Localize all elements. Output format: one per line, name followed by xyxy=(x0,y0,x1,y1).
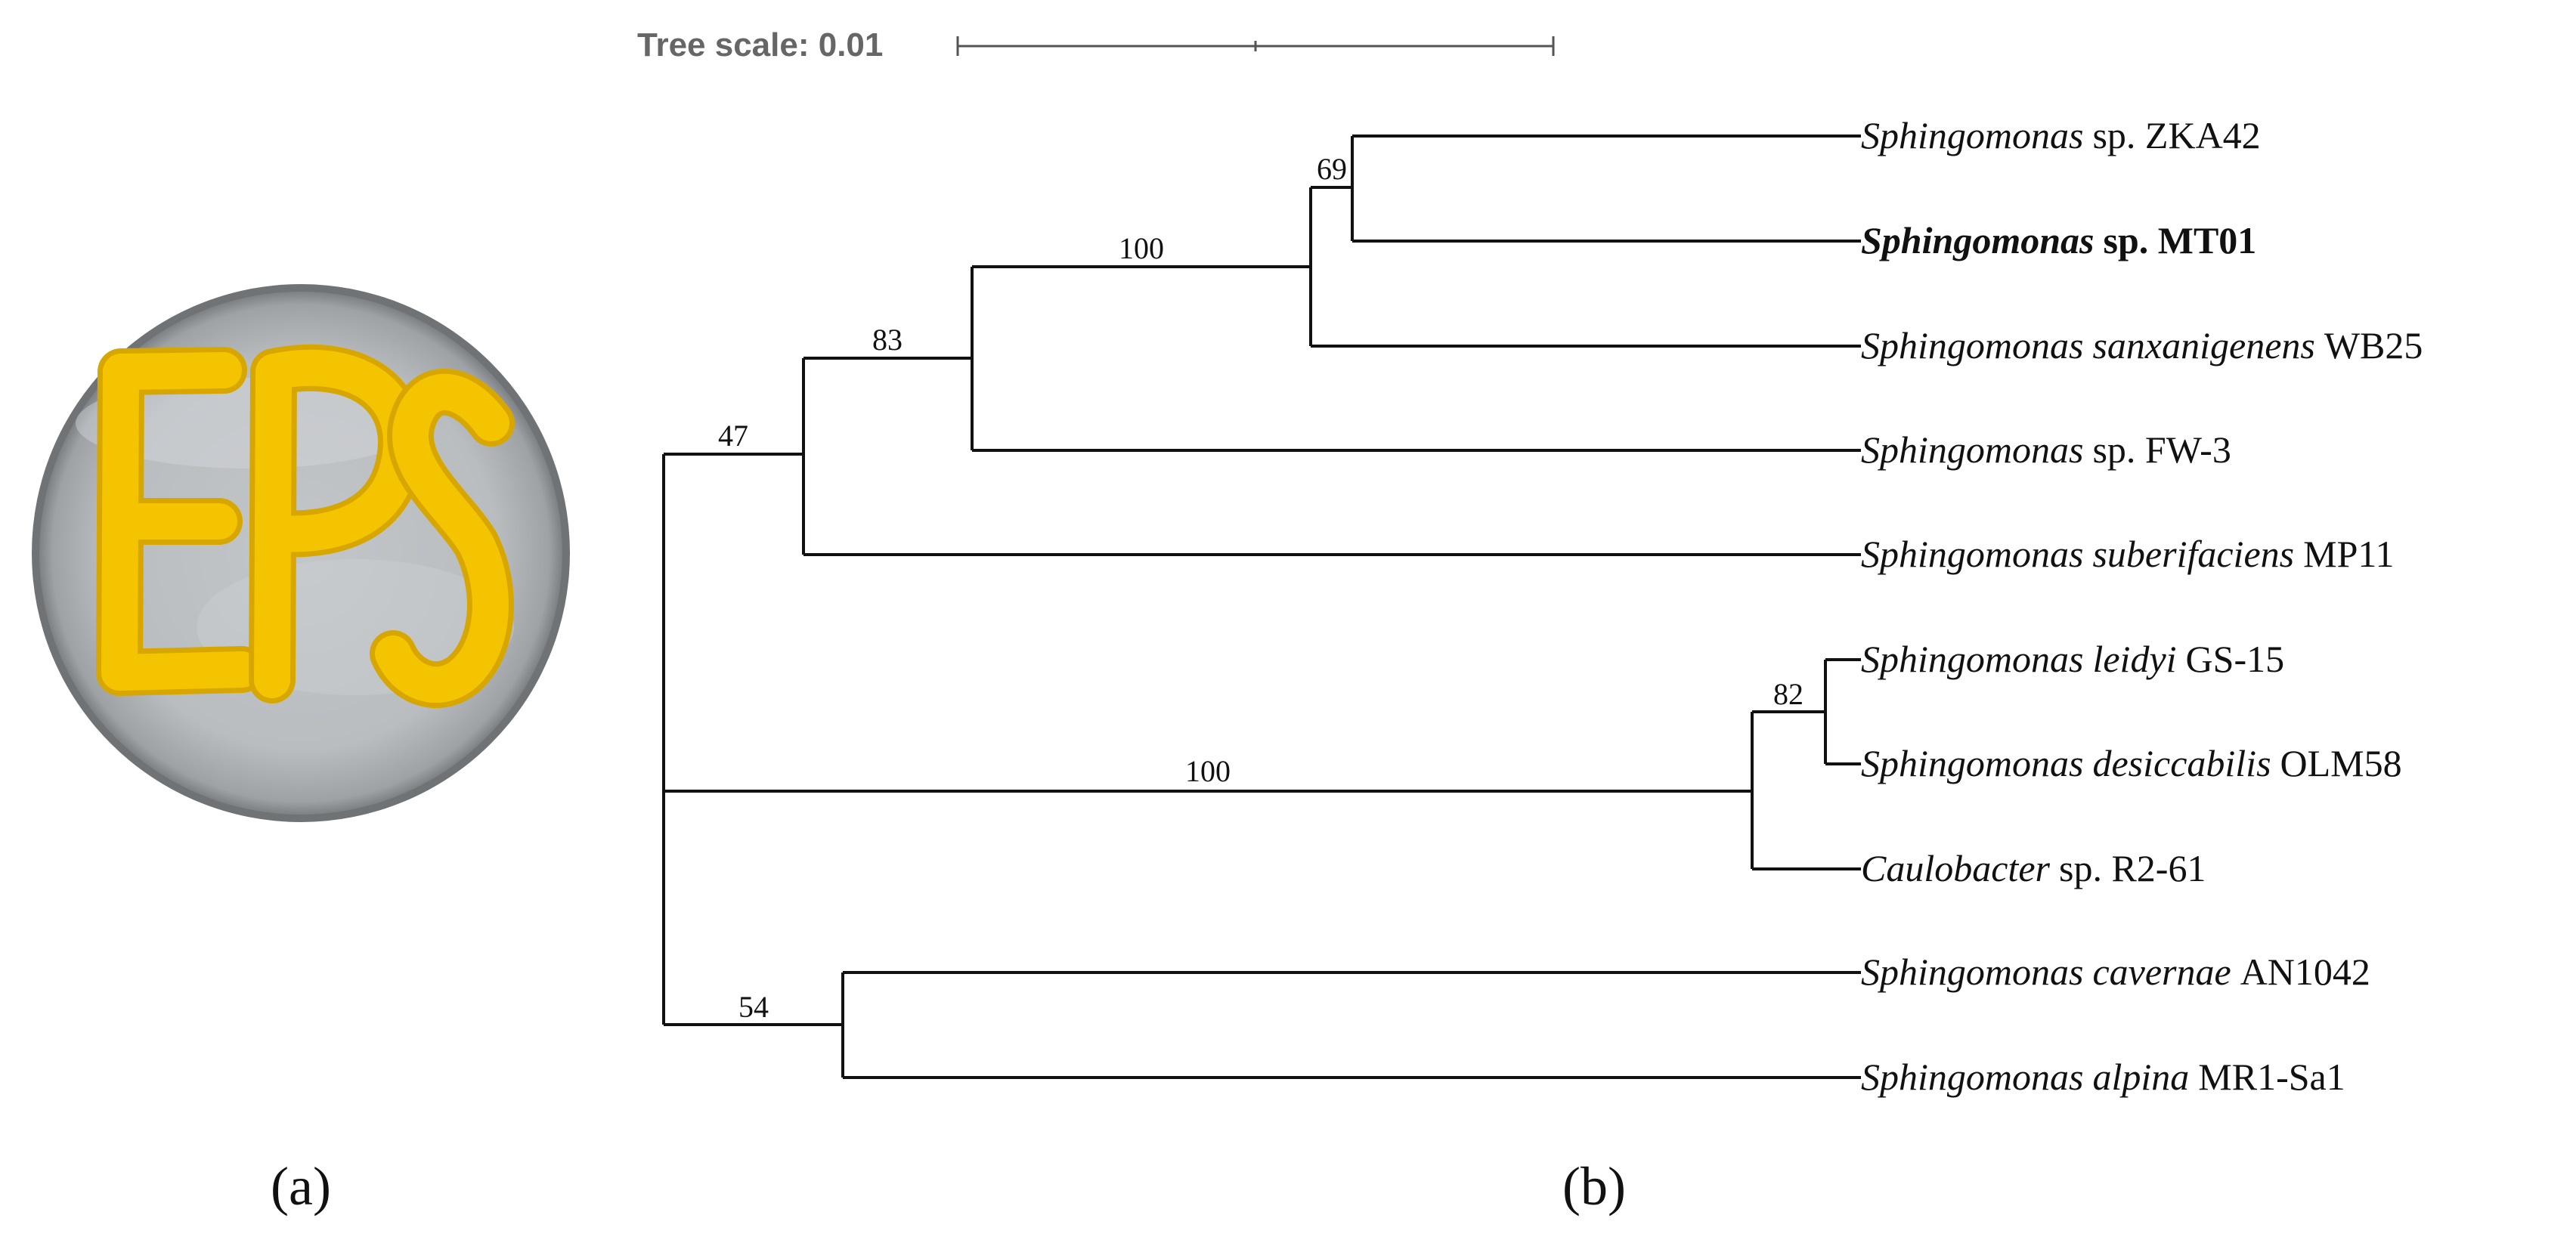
bootstrap-label: 54 xyxy=(738,990,769,1024)
petri-dish-photo xyxy=(32,284,570,822)
panel-label-a: (a) xyxy=(271,1156,331,1217)
bootstrap-label: 47 xyxy=(718,419,748,453)
tree-scale-label: Tree scale: 0.01 xyxy=(637,26,883,63)
bootstrap-label: 69 xyxy=(1317,152,1347,186)
bootstrap-label: 83 xyxy=(872,323,903,357)
tree-scale: Tree scale: 0.01 xyxy=(637,26,1555,63)
phylogenetic-tree xyxy=(662,135,1861,1079)
bootstrap-label: 100 xyxy=(1185,754,1231,788)
bootstrap-label: 100 xyxy=(1119,231,1164,265)
tree-scale-bar xyxy=(956,36,1555,56)
colony-letter-e-highlight xyxy=(101,352,260,691)
bootstrap-label: 82 xyxy=(1773,677,1804,711)
panel-label-b: (b) xyxy=(1562,1156,1626,1217)
petri-dish-glare xyxy=(76,378,423,468)
colony-letter-s-highlight xyxy=(375,373,509,703)
eps-colony-lettering xyxy=(96,344,515,709)
